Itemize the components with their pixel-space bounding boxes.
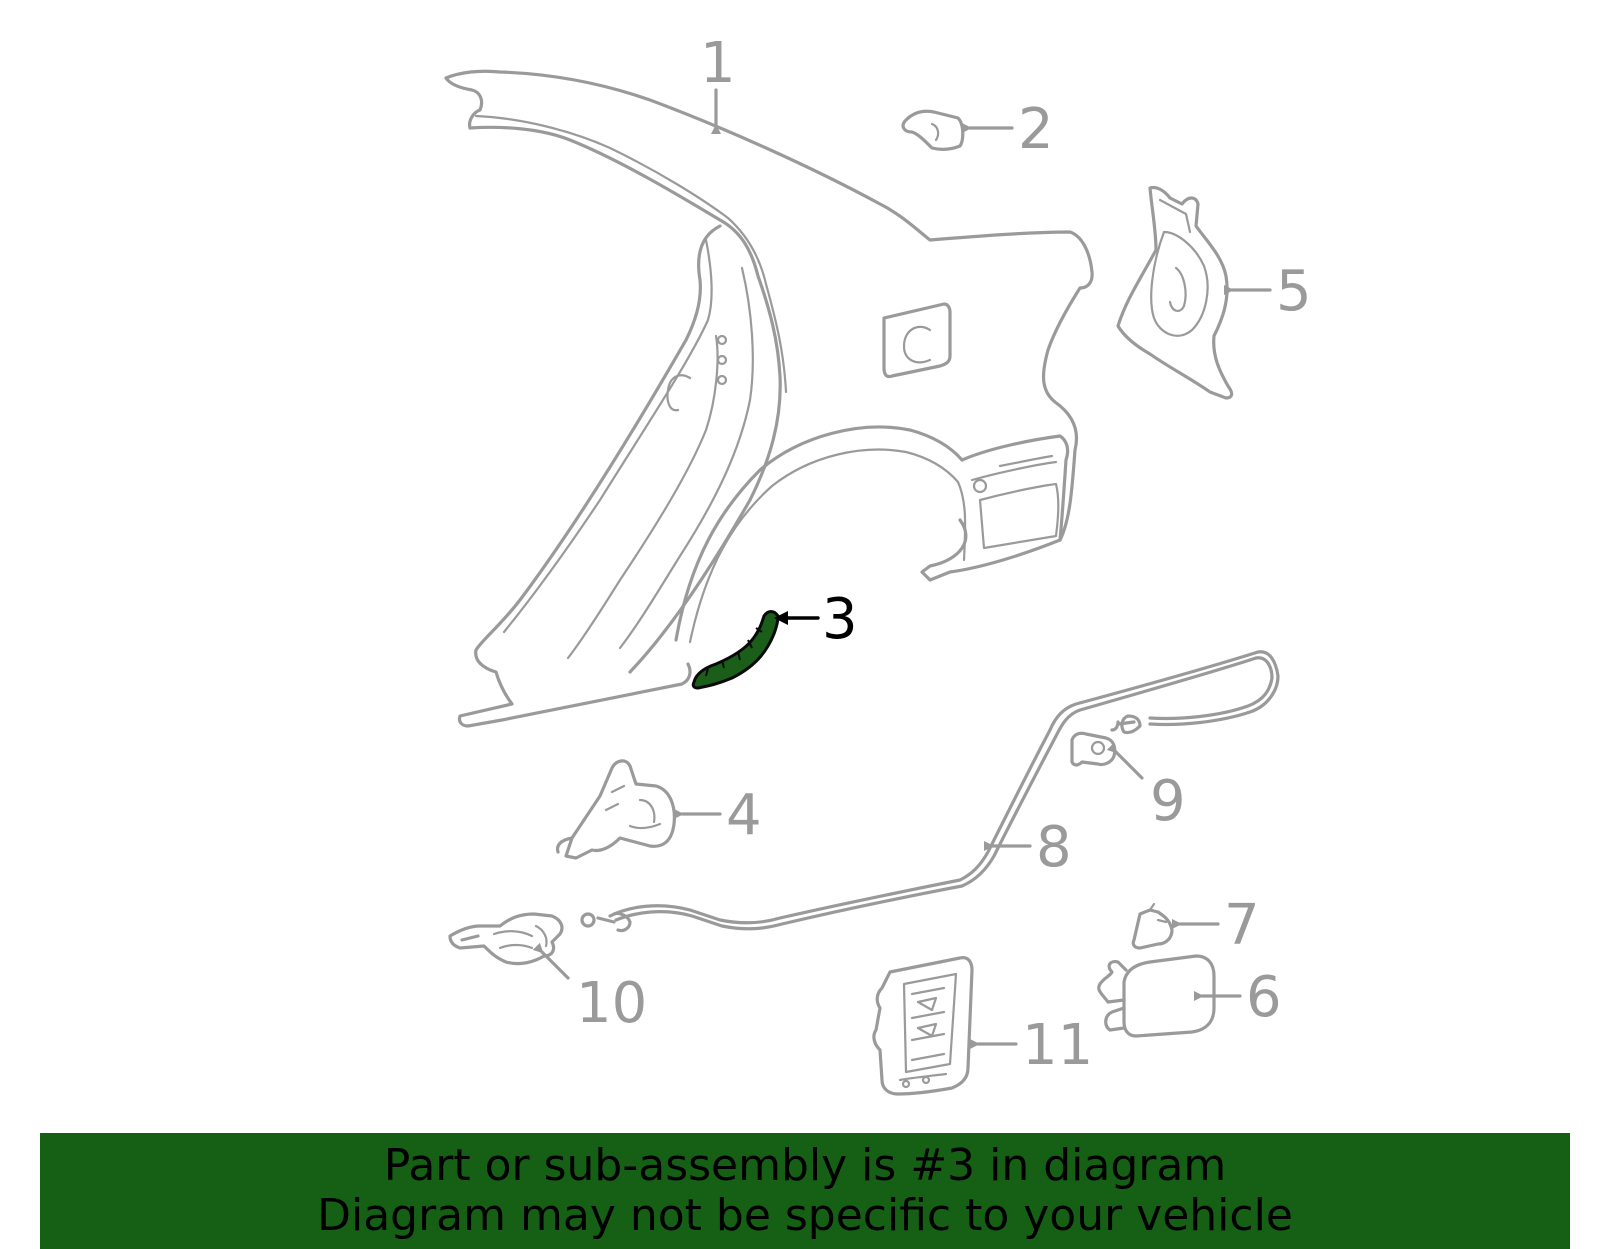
info-banner: Part or sub-assembly is #3 in diagram Di…	[40, 1133, 1570, 1249]
release-cable-part-8[interactable]	[580, 650, 1280, 933]
clip-part-2[interactable]	[901, 109, 965, 151]
callout-number-2[interactable]: 2	[1018, 97, 1054, 162]
bracket-part-4[interactable]	[555, 759, 676, 860]
callout-number-4[interactable]: 4	[726, 783, 762, 848]
lock-part-9[interactable]	[1070, 731, 1117, 767]
opener-lever-part-10[interactable]	[448, 912, 564, 966]
leader-10	[532, 942, 570, 980]
banner-line-1: Part or sub-assembly is #3 in diagram	[383, 1140, 1227, 1191]
latch-part-7[interactable]	[1131, 902, 1174, 950]
callout-number-3[interactable]: 3	[822, 587, 858, 652]
leader-3-arrowhead	[774, 611, 788, 625]
callout-number-5[interactable]: 5	[1276, 259, 1312, 324]
filler-housing-part-5[interactable]	[1116, 185, 1234, 400]
quarter-panel-part[interactable]	[444, 69, 1094, 728]
callout-number-9[interactable]: 9	[1150, 769, 1186, 834]
callout-number-6[interactable]: 6	[1246, 965, 1282, 1030]
callout-number-8[interactable]: 8	[1036, 815, 1072, 880]
callout-number-7[interactable]: 7	[1224, 893, 1260, 958]
fuel-door-part-6[interactable]	[1097, 954, 1216, 1038]
leader-9	[1106, 742, 1144, 780]
callout-number-1[interactable]: 1	[700, 31, 736, 96]
callout-number-11[interactable]: 11	[1022, 1013, 1093, 1078]
banner-line-2: Diagram may not be specific to your vehi…	[317, 1190, 1293, 1241]
callout-number-10[interactable]: 10	[576, 971, 647, 1036]
wheel-opening-molding-part-3[interactable]	[691, 610, 780, 690]
filler-pocket-part-11[interactable]	[872, 956, 974, 1096]
